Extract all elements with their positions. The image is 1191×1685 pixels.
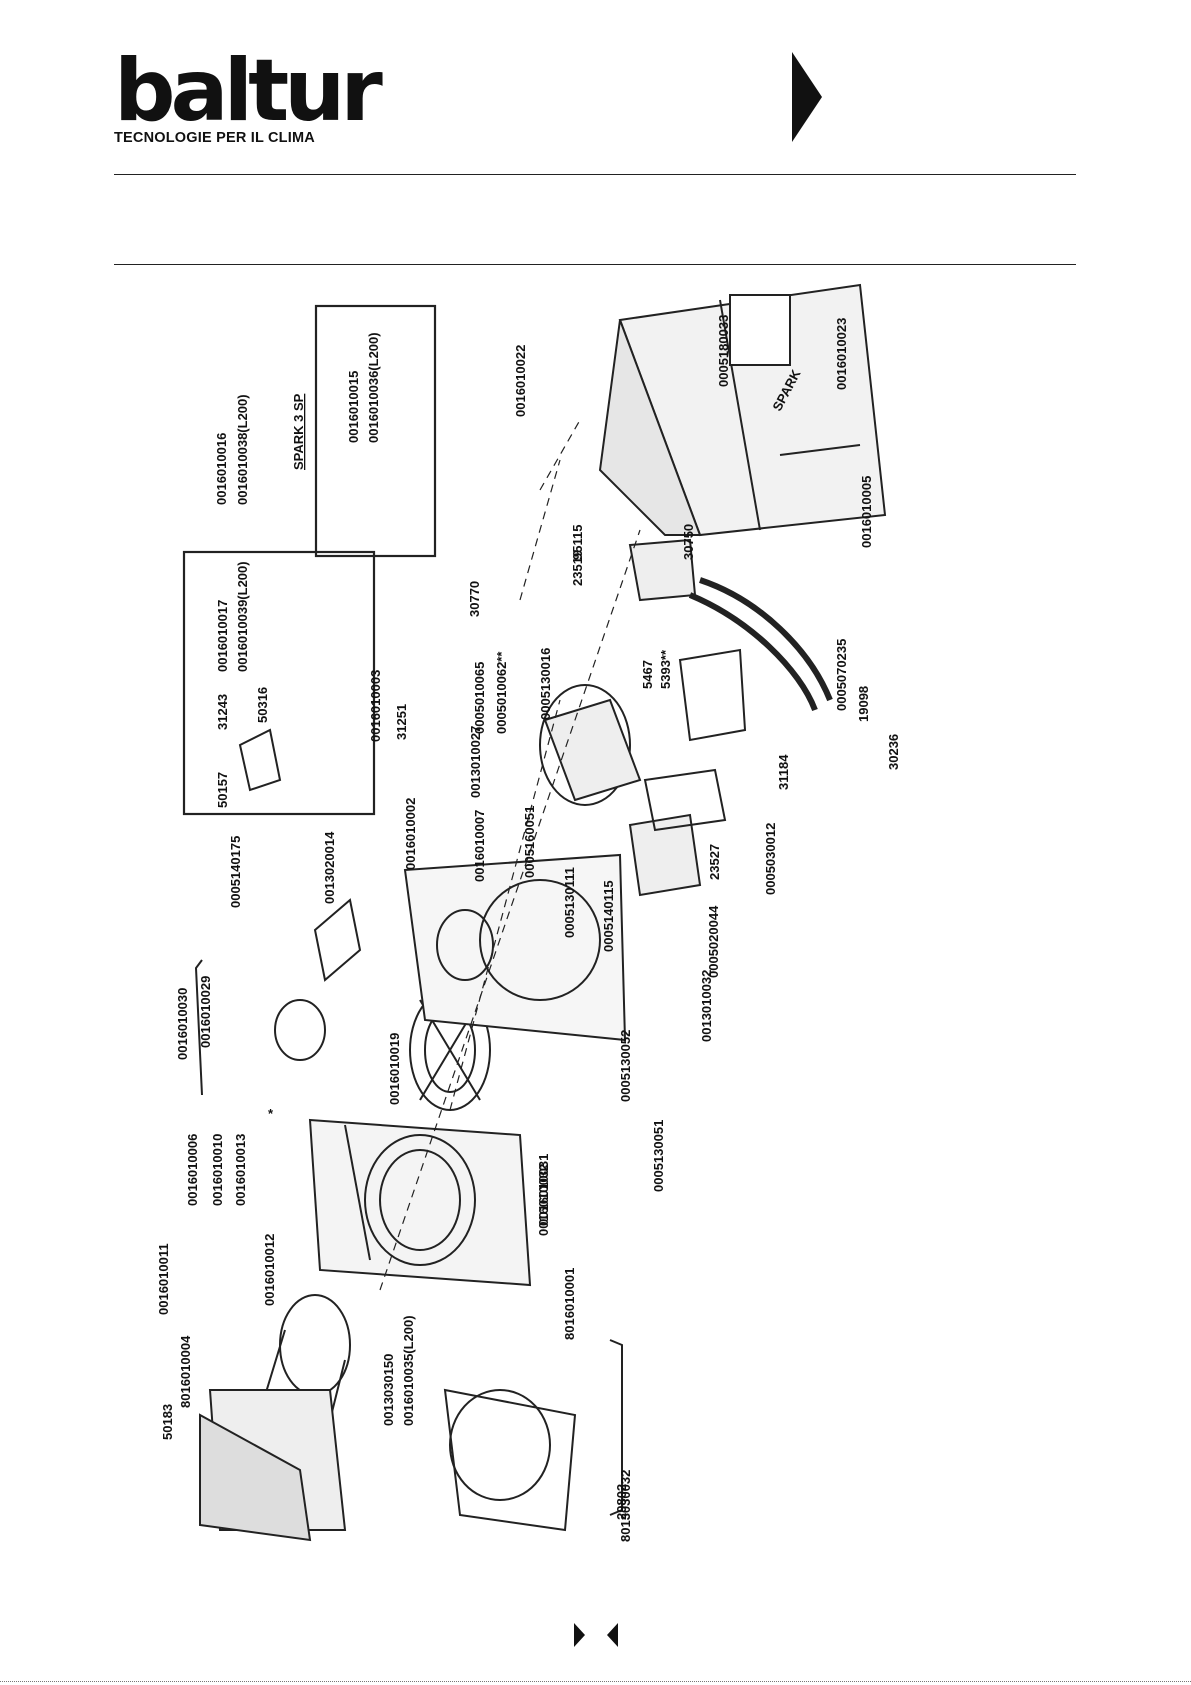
part-callout-label: 31251 — [394, 704, 409, 740]
part-callout-label: 0016010038(L200) — [235, 394, 250, 505]
part-callout-label: 8013030032 — [618, 1470, 633, 1542]
part-callout-label: 0013010032 — [699, 970, 714, 1042]
page-bottom-dotted-rule — [0, 1681, 1191, 1682]
part-callout-label: SPARK 3 SP — [291, 393, 306, 470]
part-callout-label: 0016010005 — [859, 476, 874, 548]
part-callout-label: 0016010013 — [233, 1134, 248, 1206]
part-callout-label: 0005130051 — [651, 1120, 666, 1192]
fan-housing-drawing — [308, 1118, 532, 1287]
part-callout-label: 8016010004 — [178, 1335, 193, 1408]
prev-page-icon[interactable] — [607, 1623, 618, 1647]
part-callout-label: 0016010031 — [536, 1154, 551, 1226]
part-callout-label: 31243 — [215, 694, 230, 730]
part-callout-label: 30770 — [467, 581, 482, 617]
part-callout-label: 0016010039(L200) — [235, 561, 250, 672]
part-callout-label: 0016010030 — [175, 988, 190, 1060]
part-callout-label: 30750 — [681, 524, 696, 560]
part-callout-label: 0016010002 — [403, 798, 418, 870]
part-callout-label: 0005180033 — [716, 315, 731, 387]
base-plate-drawing — [403, 853, 627, 1042]
part-callout-label: 0005140175 — [228, 836, 243, 908]
inset-box-spark-3-sp — [314, 304, 437, 558]
part-callout-label: 0005130016 — [538, 648, 553, 720]
part-callout-label: 50157 — [215, 772, 230, 808]
part-callout-label: 5393** — [658, 649, 673, 689]
part-callout-label: 0013020014 — [322, 831, 337, 904]
part-callout-label: 0005010062** — [494, 651, 509, 734]
part-callout-label: 5467 — [640, 660, 655, 689]
part-callout-label: 0016010036(L200) — [366, 332, 381, 443]
part-callout-label: 0016010007 — [472, 810, 487, 882]
part-callout-label: 0016010012 — [262, 1234, 277, 1306]
part-callout-label: 0016010016 — [214, 433, 229, 505]
part-callout-label: 0005010065 — [472, 662, 487, 734]
part-callout-label: 0016010006 — [185, 1134, 200, 1206]
part-callout-label: 29802 — [614, 1484, 629, 1520]
header-rule-top — [114, 174, 1076, 175]
part-callout-label: 0005130052 — [618, 1030, 633, 1102]
part-callout-label: 0016010022 — [513, 345, 528, 417]
part-callout-label: 8016010001 — [562, 1268, 577, 1340]
part-callout-label: * — [268, 1106, 274, 1121]
part-callout-label: 0013010027 — [468, 726, 483, 798]
part-callout-label: 0016010023 — [834, 318, 849, 390]
brand-tagline: TECNOLOGIE PER IL CLIMA — [114, 130, 315, 146]
part-callout-label: 0005020044 — [706, 905, 721, 978]
part-callout-label: 23527 — [707, 844, 722, 880]
next-page-icon[interactable] — [574, 1623, 585, 1647]
motor-drawing — [539, 684, 642, 806]
part-callout-label: 0005160051 — [522, 806, 537, 878]
blast-tube-drawing — [199, 1294, 351, 1542]
part-callout-label: 0005140115 — [601, 880, 616, 952]
inset-box-electrodes — [182, 550, 376, 816]
header-arrow-icon — [792, 52, 822, 142]
part-callout-label: 19098 — [856, 686, 871, 722]
hose-drawing — [699, 577, 833, 702]
part-callout-label: 23519 — [570, 550, 585, 586]
part-callout-label: 0016010010 — [210, 1134, 225, 1206]
part-callout-label: 0005070235 — [834, 639, 849, 711]
part-callout-label: 0016010011 — [156, 1243, 171, 1315]
part-callout-label: 0016010035(L200) — [401, 1315, 416, 1426]
part-callout-label: 0016010003 — [368, 670, 383, 742]
part-callout-label: 95115 — [570, 525, 585, 560]
part-callout-label: 50316 — [255, 687, 270, 723]
header-rule-bottom — [114, 264, 1076, 265]
part-callout-label: 0016010017 — [215, 600, 230, 672]
part-callout-label: 0016010015 — [346, 371, 361, 443]
part-callout-label: 0005130111 — [562, 867, 577, 938]
part-callout-label: 0005030012 — [763, 823, 778, 895]
part-callout-label: 0016010019 — [387, 1033, 402, 1105]
part-callout-label: 31184 — [776, 754, 791, 790]
nozzle-assembly-drawing — [238, 728, 362, 1061]
control-box-drawing — [628, 648, 747, 897]
part-callout-label: 0013030150 — [381, 1354, 396, 1426]
part-callout-label: 50183 — [160, 1404, 175, 1440]
brand-logo: baltur — [114, 41, 383, 141]
burner-cover-drawing — [598, 283, 887, 537]
flange-drawing — [443, 1388, 577, 1532]
part-callout-label: 0016010029 — [198, 976, 213, 1048]
part-callout-label: 0016010032 — [536, 1164, 551, 1236]
part-callout-label: 30236 — [886, 734, 901, 770]
